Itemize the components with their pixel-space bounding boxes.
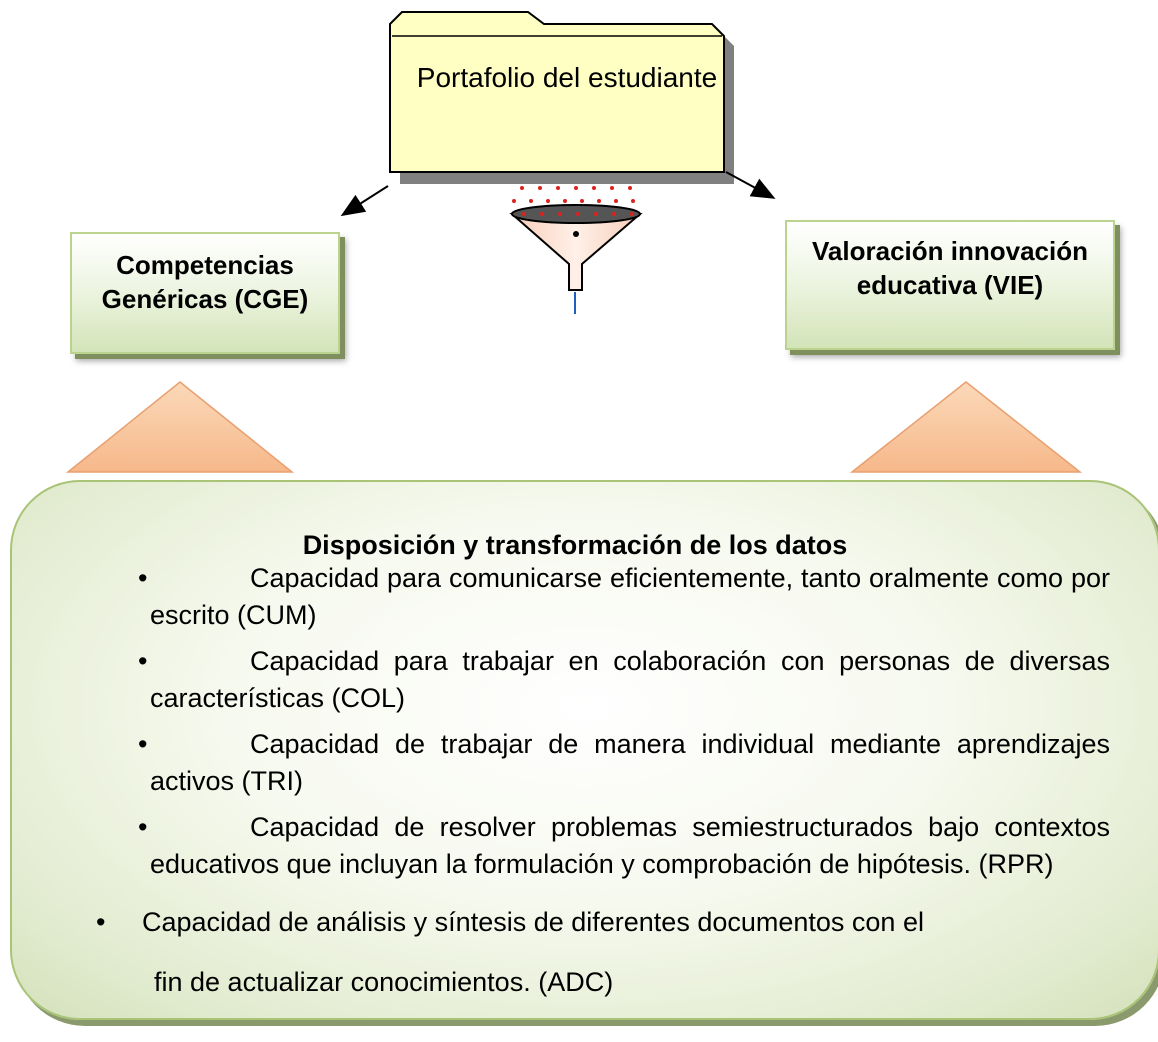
filter-dot [614, 199, 618, 203]
filter-dot [592, 186, 596, 190]
arrow-to-vie [725, 171, 776, 199]
filter-dot [520, 186, 524, 190]
list-item: • Capacidad de trabajar de manera indivi… [138, 726, 1110, 800]
list-item-text-line2: fin de actualizar conocimientos. (ADC) [154, 967, 614, 997]
filter-dot [576, 212, 580, 216]
filter-dot [538, 186, 542, 190]
filter-dot [522, 212, 526, 216]
filter-dot [610, 186, 614, 190]
filter-dot [556, 186, 560, 190]
panel-title: Disposición y transformación de los dato… [302, 530, 848, 560]
filter-dot [628, 186, 632, 190]
box-competencias-genericas: Competencias Genéricas (CGE) [70, 232, 340, 354]
bullet-icon: • [138, 812, 148, 842]
triangle-left [65, 381, 295, 473]
list-item-text: Capacidad de resolver problemas semiestr… [150, 812, 1110, 879]
filter-dot [580, 199, 584, 203]
data-panel [10, 480, 1158, 1020]
folder-label: Portafolio del estudiante [416, 62, 718, 93]
box-valoracion-innovacion: Valoración innovación educativa (VIE) [785, 220, 1115, 350]
bullet-icon: • [138, 563, 148, 593]
filter-dot [540, 212, 544, 216]
list-item-text-line1: Capacidad de análisis y síntesis de dife… [142, 907, 924, 937]
filter-dot [612, 212, 616, 216]
funnel-dots [512, 186, 635, 216]
filter-dot [574, 186, 578, 190]
filter-dot [563, 199, 567, 203]
filter-dot [594, 212, 598, 216]
list-item: • Capacidad de resolver problemas semies… [138, 809, 1110, 883]
bullet-list: • Capacidad para comunicarse eficienteme… [138, 560, 1110, 892]
bullet-icon: • [96, 907, 106, 937]
box-vie-label: Valoración innovación educativa (VIE) [812, 236, 1088, 300]
list-item-text: Capacidad de trabajar de manera individu… [150, 729, 1110, 796]
list-item: • Capacidad para trabajar en colaboració… [138, 643, 1110, 717]
box-cge-label: Competencias Genéricas (CGE) [101, 250, 309, 314]
filter-dot [512, 199, 516, 203]
list-item-text: Capacidad para comunicarse eficientement… [150, 563, 1110, 630]
list-item-text: Capacidad para trabajar en colaboración … [150, 646, 1110, 713]
list-item: • Capacidad para comunicarse eficienteme… [138, 560, 1110, 634]
filter-dot [558, 212, 562, 216]
folder-icon [389, 11, 725, 173]
filter-dot [597, 199, 601, 203]
filter-dot [529, 199, 533, 203]
bullet-icon: • [138, 729, 148, 759]
arrow-to-cge [340, 185, 389, 217]
funnel-icon [509, 204, 643, 314]
bullet-icon: • [138, 646, 148, 676]
filter-dot [546, 199, 550, 203]
triangle-right [849, 381, 1083, 473]
filter-dot [631, 199, 635, 203]
filter-dot [630, 212, 634, 216]
